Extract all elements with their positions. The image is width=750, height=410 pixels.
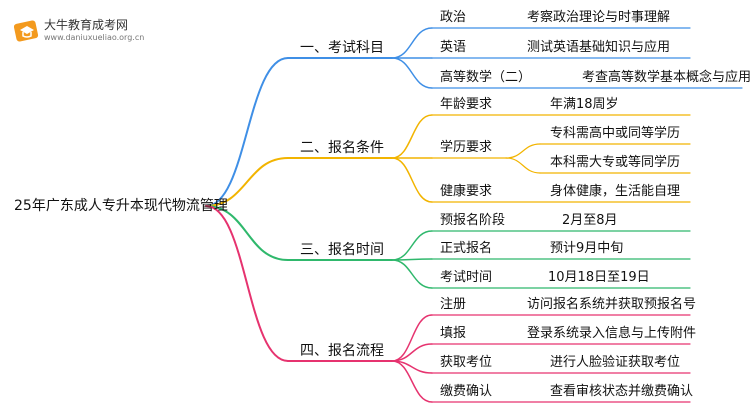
node-education: 学历要求 [440,140,493,155]
link-b3-child-2 [391,259,433,289]
desc-pre-registration: 2月至8月 [562,213,618,228]
desc-health: 身体健康，生活能自理 [550,184,681,199]
link-root-b1 [205,57,289,207]
node-politics: 政治 [440,10,467,25]
desc-exam-date: 10月18日至19日 [548,270,650,285]
node-math: 高等数学（二） [440,70,532,85]
link-b3-child-0 [391,230,433,261]
link-b4-child-0 [391,314,433,362]
desc-get-seat: 进行人脸验证获取考位 [550,355,681,370]
branch-schedule: 三、报名时间 [300,242,384,258]
desc-official-registration: 预计9月中旬 [550,241,624,256]
desc-education-bachelor: 本科需大专或等同学历 [550,155,681,170]
node-payment: 缴费确认 [440,384,493,399]
desc-politics: 考察政治理论与时事理解 [527,10,671,25]
link-b2-child-2 [391,157,433,203]
node-register: 注册 [440,297,467,312]
node-fill-in: 填报 [440,326,467,341]
node-english: 英语 [440,40,467,55]
link-b4-child-1 [391,343,433,362]
link-b2-sub-0 [505,143,541,159]
logo-name: 大牛教育成考网 [44,18,129,32]
link-b1-child-0 [391,27,433,59]
desc-education-junior: 专科需高中或同等学历 [550,126,681,141]
node-pre-registration: 预报名阶段 [440,213,506,228]
desc-age: 年满18周岁 [550,97,619,112]
logo-url: www.daniuxueliao.org.cn [44,33,145,42]
node-age: 年龄要求 [440,97,493,112]
node-health: 健康要求 [440,184,493,199]
link-b2-sub-1 [505,157,541,174]
node-official-registration: 正式报名 [440,241,493,256]
link-root-b2 [205,157,289,207]
node-get-seat: 获取考位 [440,355,493,370]
desc-math: 考查高等数学基本概念与应用 [582,70,750,85]
link-root-b4 [205,205,289,362]
branch-requirements: 二、报名条件 [300,140,384,156]
branch-process: 四、报名流程 [300,343,384,359]
link-b1-child-2 [391,57,433,89]
root-topic: 25年广东成人专升本现代物流管理 [14,198,228,214]
desc-register: 访问报名系统并获取预报名号 [527,297,697,312]
graduation-cap-icon [13,18,40,44]
link-root-b3 [205,205,289,261]
desc-english: 测试英语基础知识与应用 [527,40,671,55]
link-b4-child-3 [391,360,433,403]
link-b2-child-0 [391,114,433,159]
desc-fill-in: 登录系统录入信息与上传附件 [527,326,697,341]
branch-exam-subjects: 一、考试科目 [300,40,384,56]
desc-payment: 查看审核状态并缴费确认 [550,384,694,399]
node-exam-date: 考试时间 [440,270,493,285]
